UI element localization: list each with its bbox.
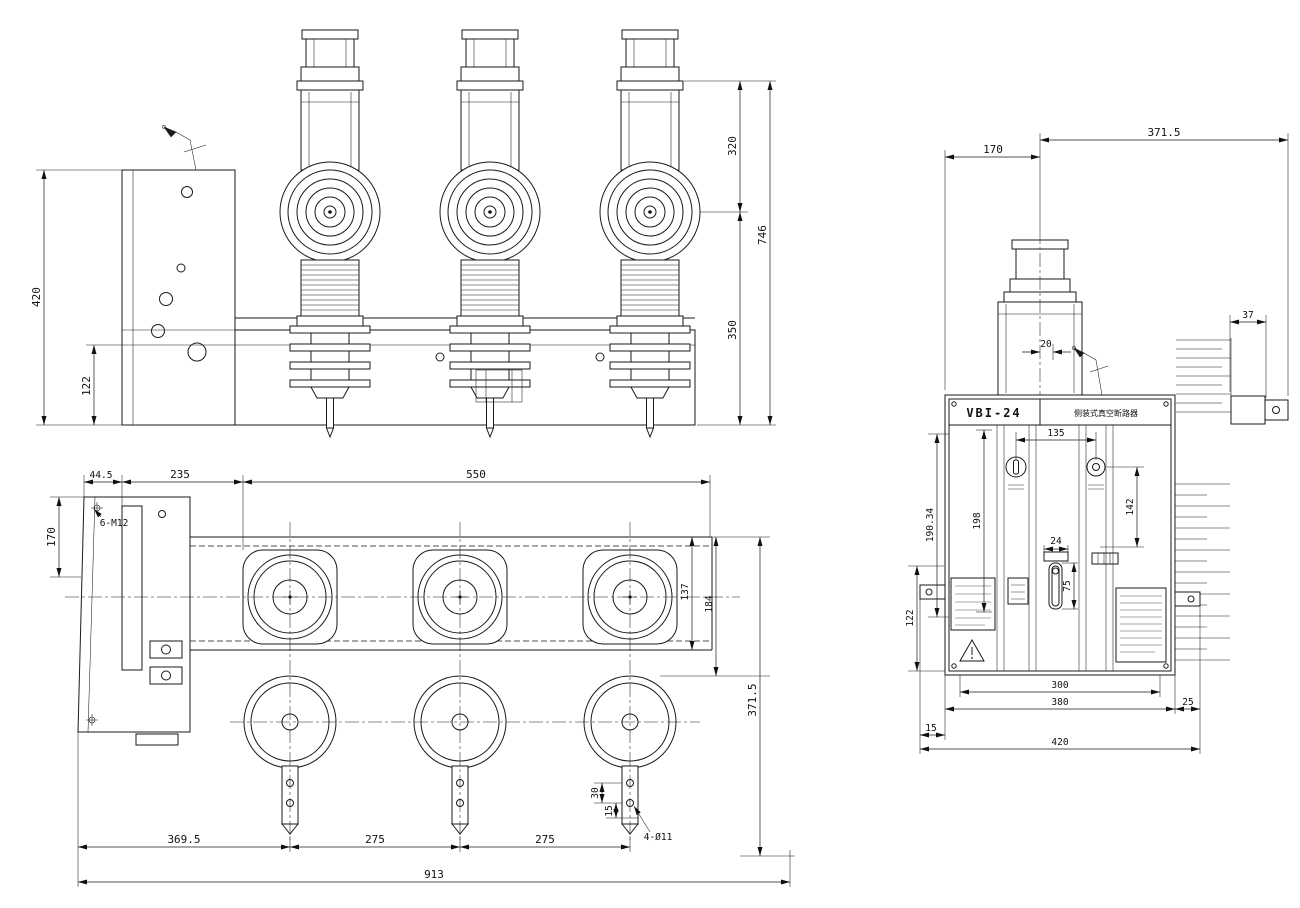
pull-rod-guide	[475, 369, 523, 403]
side-pole	[997, 230, 1083, 400]
dim-122: 122	[80, 376, 93, 396]
label-4-holes: 4-Ø11	[644, 832, 673, 843]
mechanism-frame	[121, 125, 236, 426]
warning-triangle-icon	[959, 638, 985, 662]
dim-37: 37	[1242, 310, 1253, 321]
mounting-tab-left	[919, 584, 946, 600]
rear-terminal	[1230, 395, 1289, 425]
dim-137: 137	[680, 583, 691, 600]
dim-44-5: 44.5	[90, 470, 113, 481]
pole-assembly-left	[279, 29, 381, 438]
panel-channels	[996, 425, 1114, 671]
plan-dimensions: 44.5 235 550 170 6-M12 137 184 371.5 369…	[45, 468, 795, 887]
mounting-tab-right	[1174, 591, 1201, 607]
energy-storage-window	[1091, 552, 1119, 565]
rear-bushing-lower-fins	[1175, 483, 1230, 661]
dim-350: 350	[726, 320, 739, 340]
dim-369-5: 369.5	[167, 833, 200, 846]
dim-20: 20	[1040, 339, 1052, 350]
pole-assembly-middle	[439, 29, 541, 438]
dim-380: 380	[1051, 697, 1068, 708]
interlock-lever	[162, 125, 207, 171]
dim-122-side: 122	[905, 609, 916, 626]
dim-913: 913	[424, 868, 444, 881]
side-view: VBI-24 侧装式真空断路器	[905, 126, 1289, 754]
dim-371-5-side: 371.5	[1147, 126, 1180, 139]
dim-420-side: 420	[1051, 737, 1068, 748]
dim-275-b: 275	[535, 833, 555, 846]
label-small-upper	[1007, 577, 1029, 605]
dim-190-34: 190.34	[925, 508, 936, 543]
dim-75: 75	[1062, 580, 1073, 591]
dim-24: 24	[1050, 536, 1062, 547]
plan-view: 44.5 235 550 170 6-M12 137 184 371.5 369…	[45, 468, 795, 887]
dim-420: 420	[30, 287, 43, 307]
rating-plate-right	[1115, 587, 1167, 663]
model-label: VBI-24	[966, 406, 1021, 420]
dim-135: 135	[1047, 428, 1064, 439]
front-dimensions: 420 122 320 350 746	[30, 80, 776, 426]
bolt-hole-mark-bottom	[86, 714, 98, 726]
pole-assembly-right	[599, 29, 701, 438]
dim-320: 320	[726, 136, 739, 156]
dim-170: 170	[45, 527, 58, 547]
base-plate	[234, 317, 696, 426]
dim-15-side: 15	[925, 723, 936, 734]
dim-198: 198	[972, 512, 983, 529]
center-lines	[65, 522, 740, 840]
nameplate-left	[950, 577, 996, 631]
dim-184: 184	[704, 595, 715, 612]
product-name-label: 侧装式真空断路器	[1074, 408, 1138, 418]
dim-746: 746	[756, 225, 769, 245]
dim-235: 235	[170, 468, 190, 481]
dim-550: 550	[466, 468, 486, 481]
side-dimensions: 170 371.5 37 20 135 142 198 190.34 122	[905, 126, 1289, 754]
dim-170-side: 170	[983, 143, 1003, 156]
dim-15: 15	[604, 805, 615, 816]
dim-30: 30	[590, 787, 601, 799]
charging-slot	[1043, 551, 1069, 610]
rear-bushing-upper	[1176, 338, 1232, 414]
dim-371-5: 371.5	[746, 683, 759, 716]
trip-lever	[1072, 346, 1109, 396]
label-6-m12: 6-M12	[100, 518, 129, 529]
front-view: 420 122 320 350 746	[30, 29, 776, 438]
dim-142: 142	[1125, 498, 1136, 515]
dim-25: 25	[1182, 697, 1193, 708]
side-plate	[77, 496, 191, 746]
dim-275-a: 275	[365, 833, 385, 846]
dim-300: 300	[1051, 680, 1068, 691]
